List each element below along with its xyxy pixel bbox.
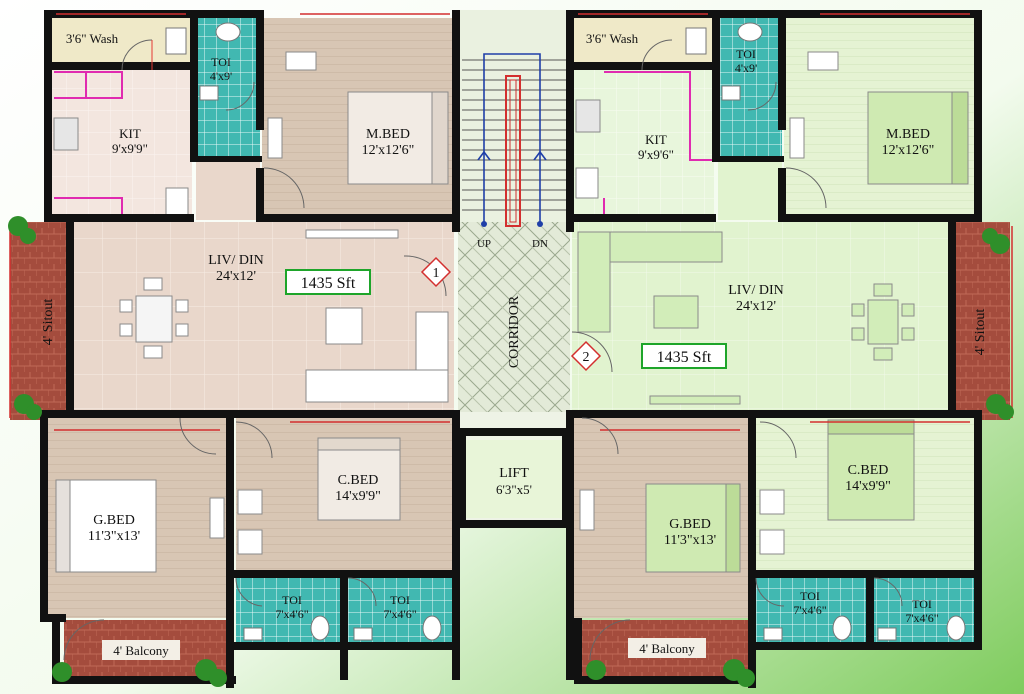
- area-badge: 1435 Sft: [641, 343, 727, 369]
- kit-title: KIT: [119, 126, 141, 141]
- toilet-fixtures: [165, 22, 966, 641]
- lift-size: 6'3"x5': [496, 482, 532, 497]
- flat-number-badge: 1: [420, 256, 452, 288]
- livdin-title: LIV/ DIN: [728, 283, 784, 298]
- toi-small-title: TOI: [211, 55, 231, 69]
- balcony-label: 4' Balcony: [639, 641, 695, 656]
- kitchen-counters: [54, 71, 712, 220]
- corridor-label: CORRIDOR: [507, 295, 522, 368]
- plants: [8, 216, 1014, 687]
- cbed-title: C.BED: [848, 463, 889, 478]
- toi-small-title: TOI: [736, 47, 756, 61]
- mbed-size: 12'x12'6": [882, 143, 935, 158]
- mbed-title: M.BED: [366, 127, 410, 142]
- toi-b-size: 7'x4'6": [905, 611, 938, 625]
- livdin-title: LIV/ DIN: [208, 253, 264, 268]
- lift-title: LIFT: [499, 466, 529, 481]
- flat-number-badge: 2: [570, 340, 602, 372]
- kit-size: 9'x9'9": [112, 141, 148, 156]
- area-value: 1435 Sft: [657, 349, 712, 366]
- stair-up-label: UP: [477, 238, 491, 250]
- toi-a-title: TOI: [282, 593, 302, 607]
- toi-a-size: 7'x4'6": [793, 603, 826, 617]
- toi-small-size: 4'x9': [735, 61, 757, 75]
- mbed-title: M.BED: [886, 127, 930, 142]
- staircase: [462, 59, 566, 211]
- toi-b-title: TOI: [912, 597, 932, 611]
- flat-number: 2: [583, 350, 590, 365]
- core-floors: [458, 10, 570, 522]
- livdin-size: 24'x12': [216, 269, 256, 284]
- kit-size: 9'x9'6": [638, 147, 674, 162]
- toi-a-size: 7'x4'6": [275, 607, 308, 621]
- flat-2-labels: 3'6" Wash TOI 4'x9' KIT 9'x9'6" M.BED 12…: [570, 31, 988, 658]
- area-value: 1435 Sft: [301, 275, 356, 292]
- mbed-size: 12'x12'6": [362, 143, 415, 158]
- wash-label: 3'6" Wash: [586, 31, 639, 46]
- wash-label: 3'6" Wash: [66, 31, 119, 46]
- furniture: [53, 51, 969, 573]
- balcony-label: 4' Balcony: [113, 643, 169, 658]
- toi-b-size: 7'x4'6": [383, 607, 416, 621]
- stair-handrail: [505, 75, 521, 227]
- walls: [40, 10, 982, 688]
- gbed-size: 11'3"x13': [88, 529, 140, 544]
- toi-a-title: TOI: [800, 589, 820, 603]
- gbed-size: 11'3"x13': [664, 533, 716, 548]
- gbed-title: G.BED: [669, 517, 711, 532]
- sitout-label: 4' Sitout: [41, 299, 56, 346]
- cbed-size: 14'x9'9": [845, 479, 891, 494]
- stair-arrows: [477, 53, 547, 224]
- cbed-title: C.BED: [338, 473, 379, 488]
- windows: [9, 13, 1013, 431]
- cbed-size: 14'x9'9": [335, 489, 381, 504]
- gbed-title: G.BED: [93, 513, 135, 528]
- area-badge: 1435 Sft: [285, 269, 371, 295]
- toi-b-title: TOI: [390, 593, 410, 607]
- flat-1-labels: 3'6" Wash TOI 4'x9' KIT 9'x9'9" M.BED 12…: [41, 31, 452, 660]
- livdin-size: 24'x12': [736, 299, 776, 314]
- flat-number: 1: [433, 266, 440, 281]
- toi-small-size: 4'x9': [210, 69, 232, 83]
- kit-title: KIT: [645, 132, 667, 147]
- stair-dn-label: DN: [532, 238, 548, 250]
- sitout-label: 4' Sitout: [973, 309, 988, 356]
